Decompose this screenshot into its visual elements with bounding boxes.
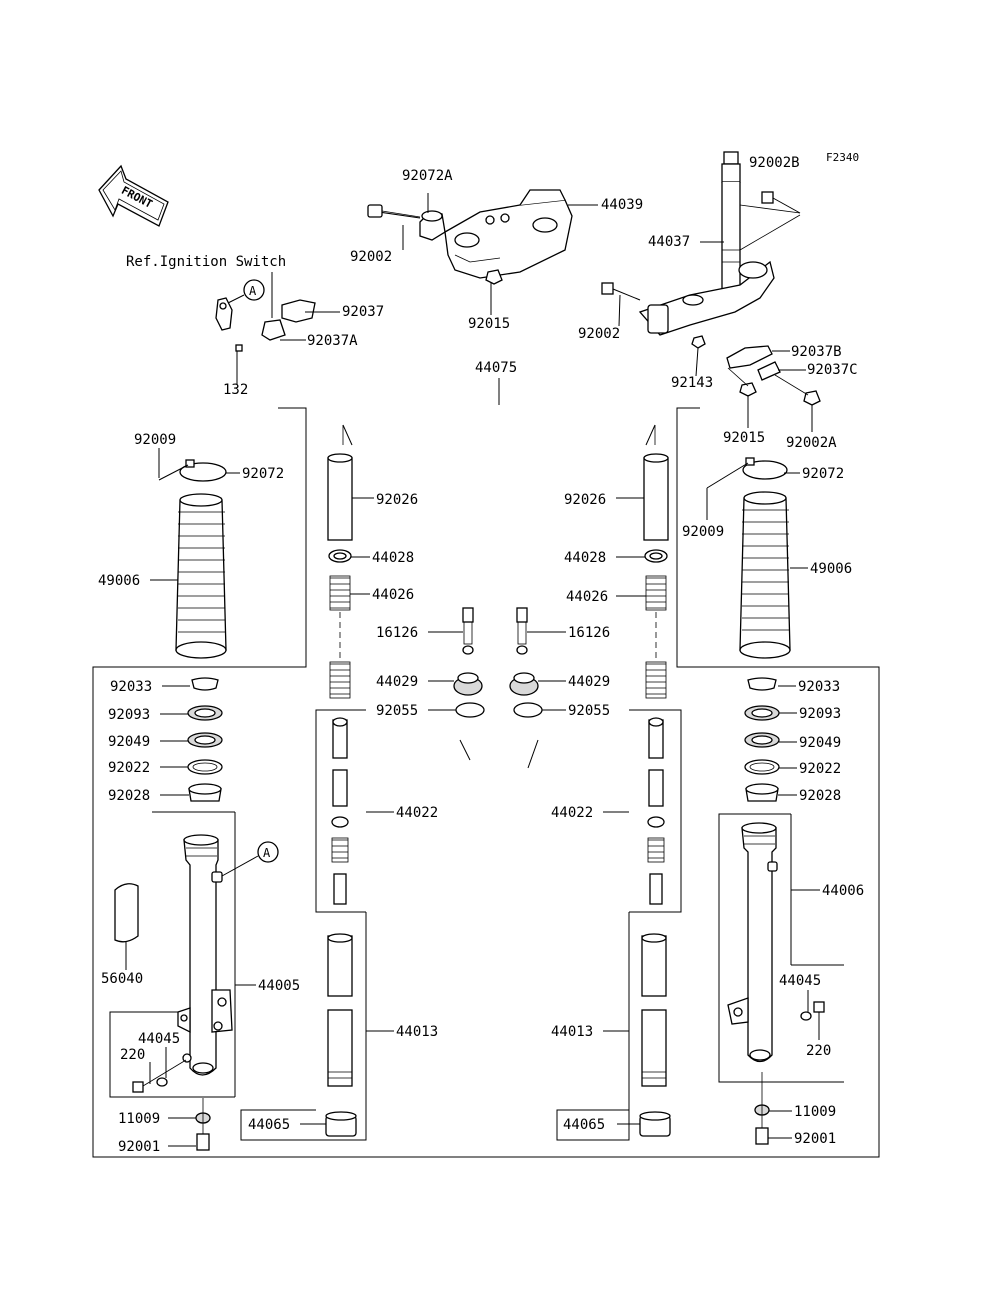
- label-44028-right: 44028: [564, 550, 606, 566]
- label-44028-left: 44028: [372, 550, 414, 566]
- assembly-frame-lines: [92, 272, 880, 1158]
- right-dust-boot-drawing: [706, 457, 791, 659]
- left-outer-tube-drawing: A: [114, 834, 279, 1151]
- label-92001-left: 92001: [118, 1139, 160, 1155]
- right-fork-internals-drawing: [639, 453, 671, 1137]
- label-92037C: 92037C: [807, 362, 858, 378]
- label-44029-right: 44029: [568, 674, 610, 690]
- label-44075: 44075: [475, 360, 517, 376]
- leader-lines: [125, 193, 820, 1147]
- label-92037A: 92037A: [307, 333, 358, 349]
- left-seal-stack-drawing: [187, 677, 223, 802]
- label-92026-left: 92026: [376, 492, 418, 508]
- label-92002A: 92002A: [786, 435, 837, 451]
- label-92026-right: 92026: [564, 492, 606, 508]
- label-92055-left: 92055: [376, 703, 418, 719]
- ignition-bracket-drawing: A: [215, 279, 316, 385]
- label-44026-right: 44026: [566, 589, 608, 605]
- right-outer-tube-drawing: [727, 822, 825, 1145]
- label-92072-left: 92072: [242, 466, 284, 482]
- label-44045-right: 44045: [779, 973, 821, 989]
- label-92015-left: 92015: [468, 316, 510, 332]
- label-92072-right: 92072: [802, 466, 844, 482]
- label-92049-right: 92049: [799, 735, 841, 751]
- callout-a-left: A: [263, 846, 271, 860]
- label-44026-left: 44026: [372, 587, 414, 603]
- left-fork-internals-drawing: [325, 453, 357, 1137]
- label-220-right: 220: [806, 1043, 831, 1059]
- label-92002-left: 92002: [350, 249, 392, 265]
- label-220-left: 220: [120, 1047, 145, 1063]
- label-16126-right: 16126: [568, 625, 610, 641]
- label-92033-left: 92033: [110, 679, 152, 695]
- label-92022-right: 92022: [799, 761, 841, 777]
- label-44065-right: 44065: [563, 1117, 605, 1133]
- part-number-labels: 92002B 92072A 44039 44037 92002 92002 92…: [98, 155, 864, 1155]
- label-92093-right: 92093: [799, 706, 841, 722]
- label-44037: 44037: [648, 234, 690, 250]
- figure-code: F2340: [826, 151, 859, 164]
- label-92143: 92143: [671, 375, 713, 391]
- label-44039: 44039: [601, 197, 643, 213]
- steering-stem-drawing: [601, 151, 821, 406]
- label-92037B: 92037B: [791, 344, 842, 360]
- label-44006: 44006: [822, 883, 864, 899]
- label-49006-right: 49006: [810, 561, 852, 577]
- upper-triple-clamp-drawing: [367, 189, 573, 285]
- label-92009-left: 92009: [134, 432, 176, 448]
- label-44013-left: 44013: [396, 1024, 438, 1040]
- label-11009-left: 11009: [118, 1111, 160, 1127]
- label-44045-left: 44045: [138, 1031, 180, 1047]
- label-92028-left: 92028: [108, 788, 150, 804]
- label-92002-right: 92002: [578, 326, 620, 342]
- right-seal-stack-drawing: [744, 677, 780, 802]
- label-92002B: 92002B: [749, 155, 800, 171]
- label-92093-left: 92093: [108, 707, 150, 723]
- label-44029-left: 44029: [376, 674, 418, 690]
- label-92022-left: 92022: [108, 760, 150, 776]
- label-92033-right: 92033: [798, 679, 840, 695]
- front-arrow-icon: FRONT: [98, 164, 169, 227]
- label-132: 132: [223, 382, 248, 398]
- label-49006-left: 49006: [98, 573, 140, 589]
- left-dust-boot-drawing: [158, 459, 227, 659]
- label-92009-right: 92009: [682, 524, 724, 540]
- label-56040: 56040: [101, 971, 143, 987]
- label-92001-right: 92001: [794, 1131, 836, 1147]
- label-92072A: 92072A: [402, 168, 453, 184]
- label-44005: 44005: [258, 978, 300, 994]
- label-11009-right: 11009: [794, 1104, 836, 1120]
- label-92049-left: 92049: [108, 734, 150, 750]
- label-92028-right: 92028: [799, 788, 841, 804]
- label-16126-left: 16126: [376, 625, 418, 641]
- callout-a-top: A: [249, 284, 257, 298]
- label-44065-left: 44065: [248, 1117, 290, 1133]
- label-92015-right: 92015: [723, 430, 765, 446]
- label-92037: 92037: [342, 304, 384, 320]
- ref-ignition-switch-note: Ref.Ignition Switch: [126, 254, 286, 270]
- fork-cap-parts-drawing: [453, 607, 543, 718]
- label-92055-right: 92055: [568, 703, 610, 719]
- label-44022-right: 44022: [551, 805, 593, 821]
- label-44022-left: 44022: [396, 805, 438, 821]
- label-44013-right: 44013: [551, 1024, 593, 1040]
